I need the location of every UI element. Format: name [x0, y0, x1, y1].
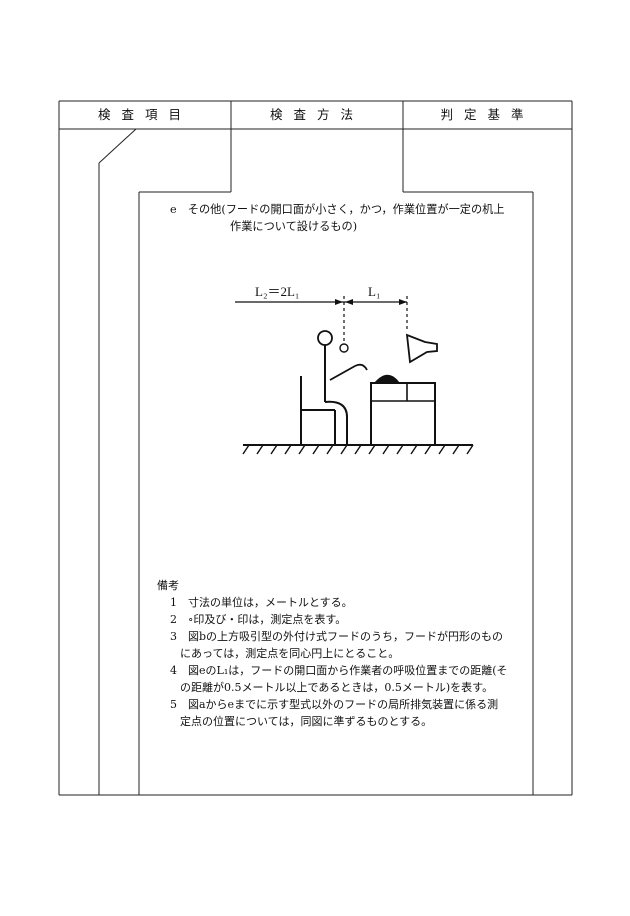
header-inspection-item: 検査項目 [97, 107, 192, 122]
note-3-line2: にあっては，測定点を同心円上にとること。 [180, 647, 400, 660]
item-e-line2: 作業について設けるもの) [230, 220, 358, 233]
figure-label-l2: L₂＝2L₁ [255, 284, 299, 299]
header-criteria: 判定基準 [440, 107, 535, 122]
header-inspection-method: 検査方法 [269, 107, 364, 122]
figure-label-l1: L₁ [368, 284, 380, 299]
note-1: 1 寸法の単位は，メートルとする。 [170, 596, 353, 609]
item-e-line1: e その他(フードの開口面が小さく，かつ，作業位置が一定の机上 [170, 203, 505, 216]
note-4-line1: 4 図eのL₁は，フードの開口面から作業者の呼吸位置までの距離(そ [170, 664, 508, 677]
notes-heading: 備考 [157, 579, 179, 592]
figure-desk-hood-diagram: L₂＝2L₁ L₁ [235, 284, 474, 455]
note-5-line2: 定点の位置については，同図に準ずるものとする。 [180, 715, 433, 728]
note-4-line2: の距離が0.5メートル以上であるときは，0.5メートル)を表す。 [180, 681, 494, 694]
note-3-line1: 3 図bの上方吸引型の外付け式フードのうち，フードが円形のもの [170, 630, 504, 643]
note-5-line1: 5 図aからeまでに示す型式以外のフードの局所排気装置に係る測 [170, 698, 499, 711]
note-2: 2 ∘印及び・印は，測定点を表す。 [170, 613, 347, 626]
